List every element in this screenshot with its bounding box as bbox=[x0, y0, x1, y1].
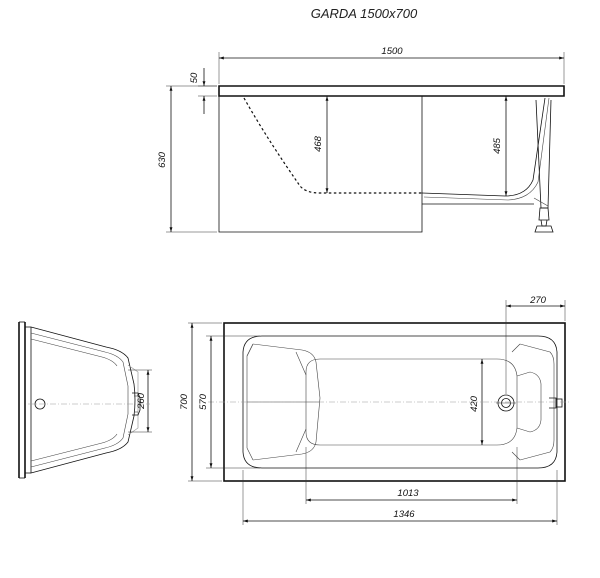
end-view-body bbox=[30, 326, 136, 474]
dim-bottom-length: 1013 bbox=[397, 488, 419, 499]
end-view: 260 bbox=[18, 321, 152, 479]
dim-drain-width: 260 bbox=[136, 392, 147, 410]
dim-width: 700 bbox=[179, 393, 190, 410]
dim-inner-width: 570 bbox=[198, 393, 209, 410]
side-front-panel bbox=[218, 96, 423, 233]
side-inner-profile bbox=[421, 97, 546, 197]
dim-inner-depth-right: 485 bbox=[492, 137, 503, 154]
drawing-title: GARDA 1500x700 bbox=[311, 6, 418, 21]
side-rim bbox=[218, 85, 565, 97]
dim-rim: 50 bbox=[189, 72, 200, 83]
top-view-floor bbox=[305, 358, 518, 446]
dim-inner-length: 1346 bbox=[393, 509, 415, 520]
dim-inner-depth-left: 468 bbox=[313, 135, 324, 152]
side-support-leg bbox=[535, 99, 552, 209]
dim-drain-offset: 270 bbox=[529, 295, 547, 306]
top-view: 270 700 570 420 1013 1346 bbox=[179, 295, 570, 525]
dim-length: 1500 bbox=[381, 46, 403, 57]
side-inner-profile-hidden bbox=[243, 97, 422, 194]
dim-bottom-width: 420 bbox=[469, 395, 480, 412]
dim-height: 630 bbox=[157, 151, 168, 168]
side-view: 1500 50 630 468 485 bbox=[157, 46, 565, 233]
top-view-basin bbox=[242, 335, 558, 469]
